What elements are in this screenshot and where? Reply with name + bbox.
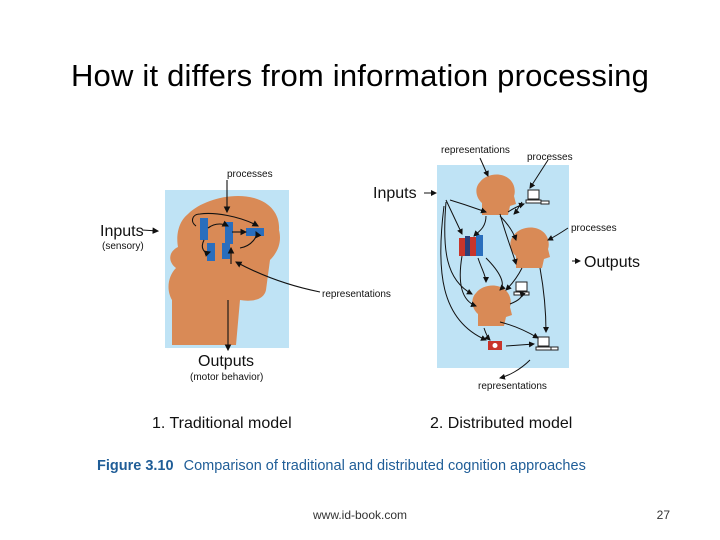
distributed-head-icon-top (476, 174, 516, 215)
process-block (225, 222, 233, 244)
traditional-outputs-sub: (motor behavior) (190, 372, 263, 383)
footer-url: www.id-book.com (312, 508, 408, 522)
process-block (246, 228, 264, 236)
distributed-representations-bottom-label: representations (478, 381, 547, 392)
figure-caption: Figure 3.10 Comparison of traditional an… (97, 458, 586, 474)
traditional-inputs-sub: (sensory) (102, 241, 144, 252)
distributed-head-icon-bottom (472, 285, 512, 326)
distributed-head-icon-middle (510, 227, 550, 268)
distributed-processes-top-label: processes (527, 152, 573, 163)
computer-icon (513, 281, 530, 296)
process-block (222, 243, 230, 259)
books-icon (459, 235, 483, 256)
traditional-model-heading: 1. Traditional model (152, 415, 292, 432)
distributed-representations-top-label: representations (441, 145, 510, 156)
traditional-arrows (141, 180, 321, 352)
traditional-outputs-label: Outputs (198, 353, 254, 370)
figure-caption-number: Figure 3.10 (97, 458, 174, 474)
page-number: 27 (656, 508, 670, 522)
telephone-icon (488, 341, 502, 350)
process-block (200, 218, 208, 240)
computer-icon (535, 336, 559, 351)
traditional-inputs-label: Inputs (100, 223, 144, 240)
traditional-processes-label: processes (227, 169, 273, 180)
computer-icon (525, 189, 550, 205)
distributed-arrows (424, 157, 581, 380)
traditional-representations-label: representations (322, 289, 391, 300)
slide-title: How it differs from information processi… (70, 58, 650, 93)
distributed-inputs-label: Inputs (373, 185, 417, 202)
distributed-processes-right-label: processes (571, 223, 617, 234)
distributed-model-heading: 2. Distributed model (430, 415, 572, 432)
figure-caption-text: Comparison of traditional and distribute… (184, 458, 586, 474)
distributed-outputs-label: Outputs (584, 254, 640, 271)
